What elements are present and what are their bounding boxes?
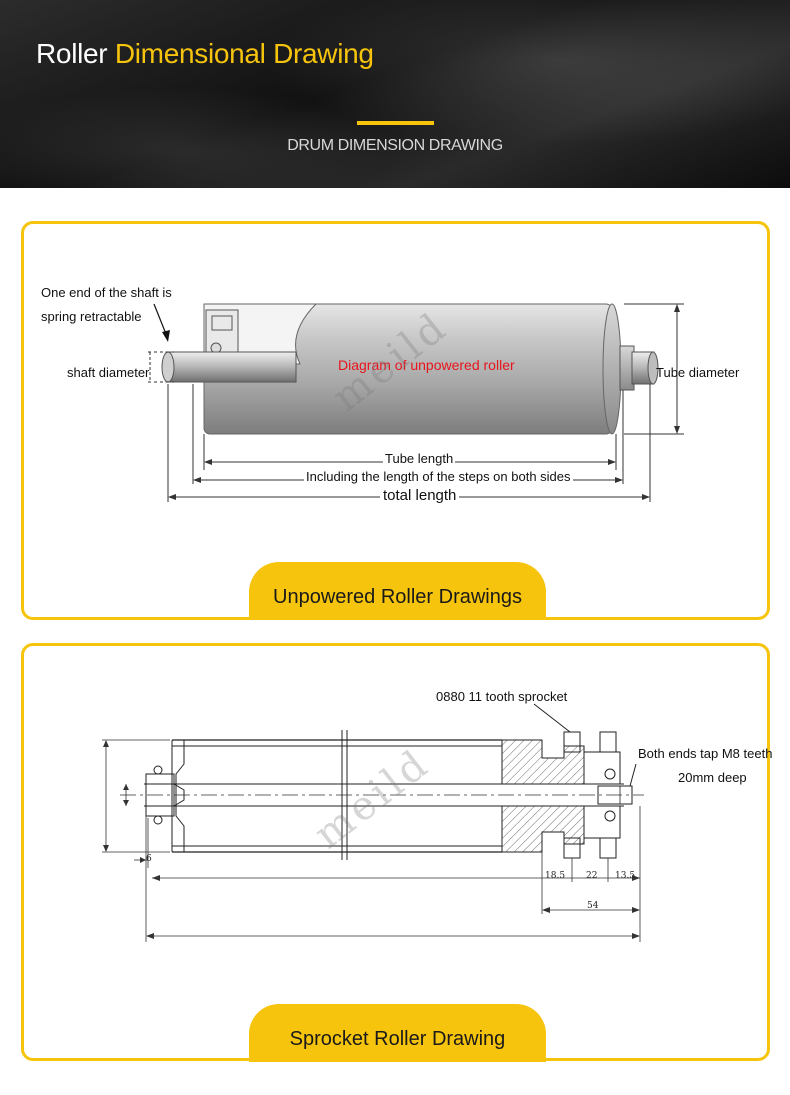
banner-subtitle: DRUM DIMENSION DRAWING — [287, 137, 503, 154]
label-tube-diameter: Tube diameter — [656, 365, 740, 380]
sprocket-roller-tab: Sprocket Roller Drawing — [249, 1004, 546, 1062]
dimension-6: 6 — [146, 854, 152, 864]
label-steps-length: Including the length of the steps on bot… — [304, 469, 573, 484]
left-shaft — [165, 351, 297, 383]
title-part-yellow: Dimensional Drawing — [114, 38, 374, 69]
label-sprocket: 0880 11 tooth sprocket — [436, 689, 568, 704]
dimension-54: 54 — [587, 901, 599, 911]
label-total-length: total length — [380, 487, 460, 504]
label-tap-line1: Both ends tap M8 teeth — [638, 746, 773, 761]
title-part-white: Roller — [36, 38, 108, 69]
label-tap-line2: 20mm deep — [678, 770, 747, 785]
label-spring-line1: One end of the shaft is — [41, 285, 172, 300]
label-shaft-diameter: shaft diameter — [67, 365, 150, 380]
dimension-22: 22 — [586, 871, 598, 881]
header-banner: Roller Dimensional Drawing DRUM DIMENSIO… — [0, 0, 790, 188]
page-title: Roller Dimensional Drawing — [36, 38, 374, 70]
sprocket-roller-panel: 0880 11 tooth sprocket Both ends tap M8 … — [21, 643, 773, 1062]
sprocket-hub — [501, 739, 585, 785]
dimension-18-5: 18.5 — [545, 871, 566, 881]
diagram-title-label: Diagram of unpowered roller — [338, 357, 515, 373]
dimension-13-5: 13.5 — [615, 871, 636, 881]
sprocket-roller-drawing — [102, 703, 644, 942]
label-spring-line2: spring retractable — [41, 309, 142, 324]
unpowered-roller-panel: One end of the shaft is spring retractab… — [21, 221, 770, 620]
unpowered-roller-drawing — [148, 303, 684, 502]
tube-right-end — [602, 303, 622, 435]
banner-accent-bar — [357, 121, 434, 125]
label-tube-length: Tube length — [383, 451, 456, 466]
unpowered-roller-tab: Unpowered Roller Drawings — [249, 562, 546, 620]
